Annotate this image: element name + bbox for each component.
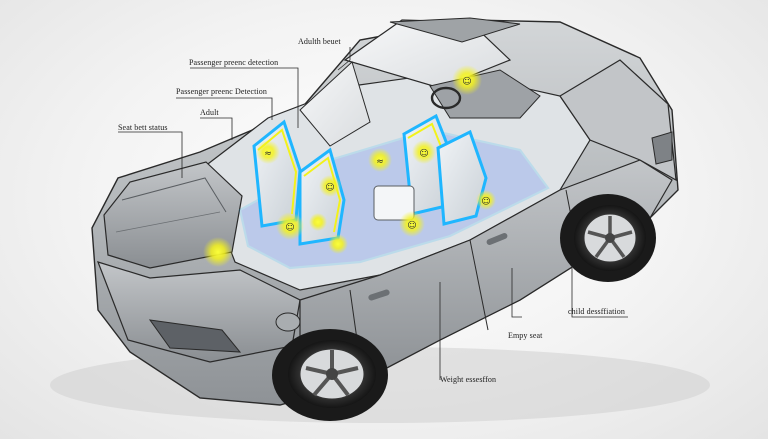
callout-child-classification: child dessffiation [568,307,625,316]
leader-adult-belt [337,47,351,71]
indicator-rear-right [319,175,341,197]
callout-weight-classification: Weight essesffon [440,375,497,384]
indicator-rear-seat-belt [256,140,280,164]
callout-adult-belt: Adulth beuet [298,37,341,46]
indicator-glows [203,65,496,267]
person-icon: ☺ [285,222,294,233]
tail-light [148,319,242,353]
door-handle-front [486,233,508,245]
headlight [651,131,673,165]
trunk-crease-2 [115,211,221,233]
callout-adult: Adult [200,108,219,117]
indicator-floor [328,234,348,254]
person-icon: ☺ [481,196,490,207]
center-console [373,185,415,221]
indicator-front-passenger [452,65,482,95]
callout-passenger-presence-mid: Passenger preenc Detection [176,87,268,96]
leader-adult [200,117,233,140]
indicator-front-left [412,140,436,164]
side-window-frame [299,61,371,147]
belt-icon: ≈ [264,149,272,159]
leader-presence-top [190,67,299,128]
leader-empty-seat [511,268,522,318]
callout-seat-belt-status: Seat bett status [118,123,168,132]
steering-wheel [430,86,462,110]
rear-wheel [272,329,388,421]
person-icon: ☺ [325,182,334,193]
door-line-2 [469,239,489,331]
belt-icon: ≈ [376,157,384,167]
trunk-crease [121,177,227,213]
leader-lines [118,47,628,380]
indicator-front-belt [368,148,392,172]
callout-empty-seat: Empy seat [508,331,543,340]
leader-seat-belt [118,131,183,178]
person-icon: ☺ [462,76,471,87]
indicator-center-console [399,211,425,237]
indicator-trunk [203,237,233,267]
indicator-rear-presence [276,212,304,240]
person-icon: ☺ [419,148,428,159]
person-icon: ☺ [407,220,416,231]
indicator-front-right [476,190,496,210]
leader-presence-mid [176,97,273,120]
indicator-glyphs: ☺ ≈ ☺ ☺ ≈ ☺ ☺ ☺ [264,76,490,233]
a-pillar [389,17,521,43]
fuel-cap [275,312,301,332]
hood [559,59,677,182]
callout-passenger-presence-top: Passenger preenc detection [189,58,279,67]
front-wheel [560,194,656,282]
door-handle-rear [368,289,390,301]
indicator-rear-center [309,213,327,231]
leader-child [571,268,628,318]
